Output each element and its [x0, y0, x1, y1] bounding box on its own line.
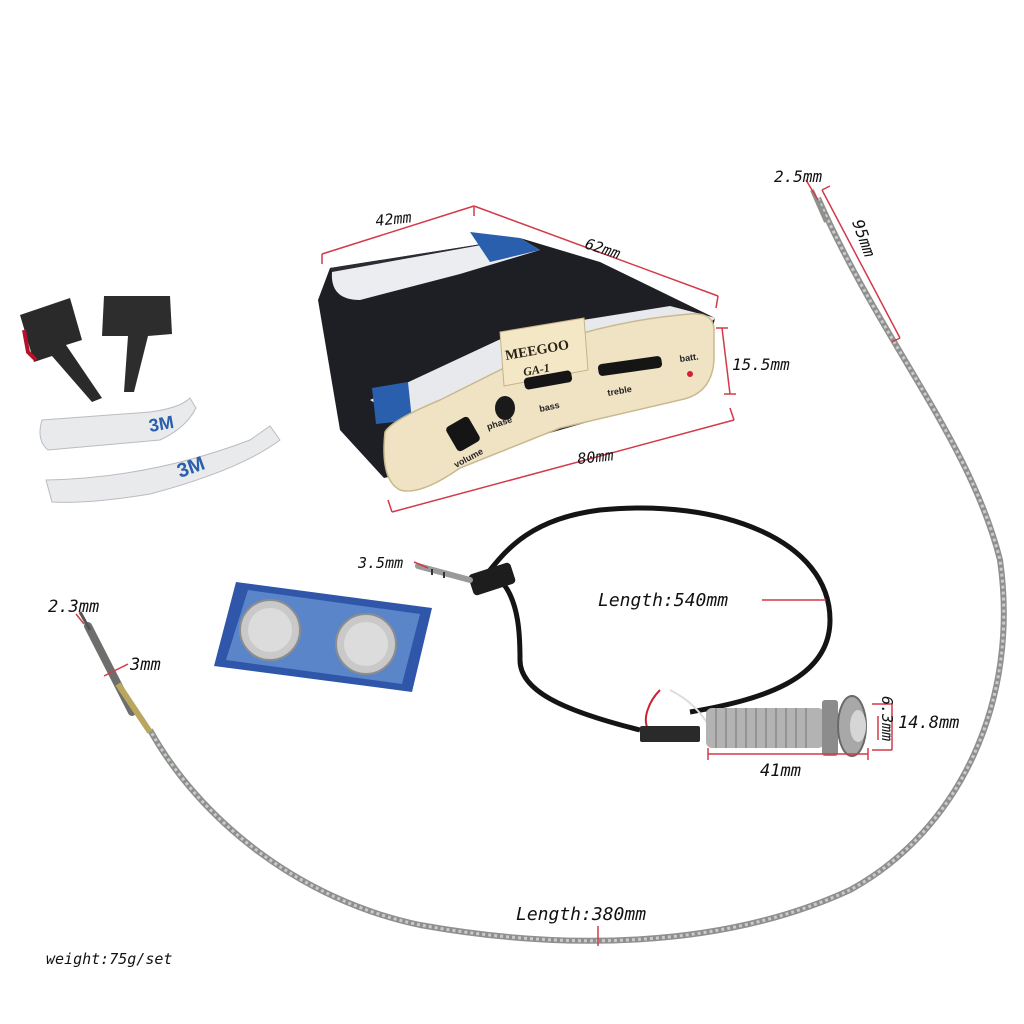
- coin-battery-icon: [214, 582, 432, 692]
- dim-14-8mm: 14.8mm: [898, 713, 959, 733]
- svg-text:3M: 3M: [147, 412, 175, 436]
- weight-label: weight:75g/set: [46, 950, 172, 968]
- model-label: GA-1: [522, 361, 551, 379]
- dim-2-3mm: 2.3mm: [48, 597, 99, 617]
- adhesive-tab-icon: [20, 296, 172, 402]
- dim-540mm: Length:540mm: [598, 590, 728, 611]
- batt-label: batt.: [679, 351, 699, 364]
- bass-label: bass: [538, 400, 560, 414]
- adhesive-strip-icon: 3M 3M: [39, 397, 281, 503]
- phase-button[interactable]: [495, 396, 515, 420]
- volume-wheel[interactable]: [445, 415, 482, 452]
- dim-2-5mm: 2.5mm: [774, 167, 823, 186]
- bass-slider[interactable]: [523, 370, 573, 390]
- endpin-jack-icon: [640, 689, 867, 757]
- dimension-lines: [75, 179, 901, 946]
- dim-80mm: 80mm: [577, 446, 615, 468]
- treble-label: treble: [607, 384, 633, 398]
- dim-15-5mm: 15.5mm: [732, 355, 790, 374]
- treble-slider[interactable]: [597, 356, 663, 377]
- dim-380mm: Length:380mm: [516, 904, 646, 925]
- dim-41mm: 41mm: [760, 761, 801, 781]
- battery-led: [687, 371, 693, 377]
- stereo-jack-plug-icon: [415, 505, 833, 733]
- dim-6-3mm: 6.3mm: [878, 696, 896, 741]
- dim-95mm: 95mm: [848, 217, 879, 260]
- piezo-cable-icon: [78, 189, 1007, 944]
- dim-3mm: 3mm: [129, 655, 161, 675]
- pickup-preamp-icon: MEEGOO GA-1 volume phase bass treble bat…: [318, 232, 716, 492]
- dim-3-5mm: 3.5mm: [357, 554, 403, 572]
- dim-42mm: 42mm: [375, 208, 413, 230]
